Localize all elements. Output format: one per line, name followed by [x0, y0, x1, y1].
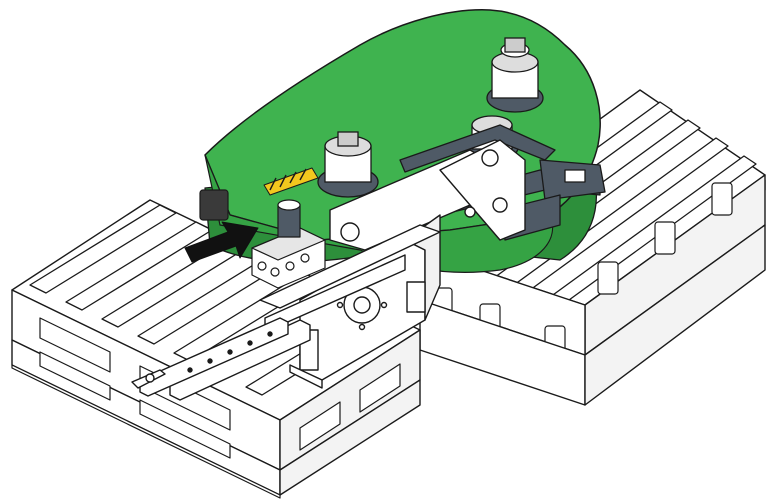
hub-rear	[486, 37, 544, 113]
telescopic-drawbar	[131, 317, 311, 401]
valve-fittings	[257, 253, 310, 277]
drawbar-inner	[139, 317, 289, 397]
mount-leg-right	[406, 281, 426, 313]
drawbar-holes	[187, 331, 273, 373]
valve-cylinder-cap	[277, 199, 301, 211]
pivot-pin-1	[340, 222, 360, 242]
callout-arrow	[184, 221, 259, 263]
hub-front	[317, 131, 379, 198]
linkage-arm	[439, 139, 526, 241]
hydraulic-valve-block	[251, 199, 326, 289]
bottom-flange	[289, 364, 323, 389]
rail-upper	[259, 224, 441, 309]
bracket-clamp	[564, 169, 586, 183]
pivot-pin-4	[464, 206, 476, 218]
pallet-left-bottom	[11, 339, 421, 499]
pivot-pin-2	[481, 149, 499, 167]
pivot-pin-3	[492, 197, 508, 213]
drawbar-pin-eye	[145, 373, 155, 383]
mower-end-block	[199, 189, 229, 221]
mounting-frame	[259, 139, 526, 389]
decal	[263, 167, 319, 196]
arrow-right-icon	[184, 221, 259, 263]
mount-hub-inner	[353, 296, 371, 314]
